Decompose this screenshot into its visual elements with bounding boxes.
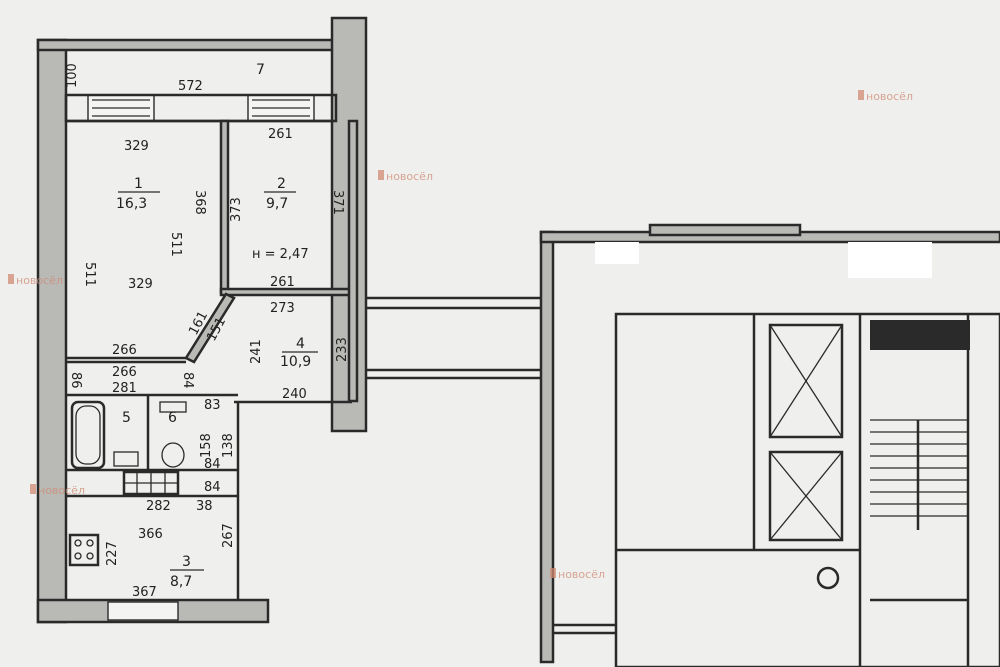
dim-kitchen-side: 38	[196, 499, 213, 514]
dim-room1-partition: 368	[192, 190, 207, 215]
elevator-2	[768, 450, 844, 542]
room-3-number: 3	[182, 554, 191, 570]
core-block	[614, 312, 1000, 667]
dim-hall-left: 241	[249, 339, 264, 364]
left-outer-wall	[36, 38, 68, 624]
dim-room2-right: 371	[330, 190, 345, 215]
diagonal-partition	[184, 292, 236, 364]
watermark-logo: новосёл	[550, 568, 605, 581]
partition-1-2	[219, 119, 230, 295]
svg-text:новосёл: новосёл	[38, 484, 85, 497]
garbage-chute	[816, 566, 840, 590]
dim-kitchen-bottom: 367	[132, 585, 157, 600]
dim-kitchen-top-a: 282	[146, 499, 171, 514]
dim-vent-b: 84	[204, 480, 221, 495]
stairs	[870, 419, 968, 530]
room-3-area: 8,7	[170, 574, 192, 590]
dim-wc-h2: 138	[221, 433, 236, 458]
dim-balcony-depth: 100	[65, 63, 80, 88]
dim-room1-mid: 329	[128, 277, 153, 292]
room-4-area: 10,9	[280, 354, 311, 370]
ceiling-height: н = 2,47	[252, 247, 309, 262]
toilet-tank	[159, 401, 187, 413]
room-7-number: 7	[256, 62, 265, 78]
dim-hall-top: 273	[270, 301, 295, 316]
corridor-wall	[539, 230, 555, 664]
dim-hall-right: 233	[335, 337, 350, 362]
dim-room1-left: 511	[82, 262, 97, 287]
dim-room2-bottom: 261	[270, 275, 295, 290]
bathtub	[70, 400, 106, 470]
elevator-1	[768, 323, 844, 439]
stair-landing-dark	[870, 320, 970, 350]
balcony-top-wall	[36, 38, 336, 52]
core-notch	[648, 223, 802, 237]
dim-bath-top-a: 266	[112, 365, 137, 380]
room-2-number: 2	[277, 176, 286, 192]
dim-bath-left: 86	[68, 372, 83, 389]
room-1-area: 16,3	[116, 196, 147, 212]
room-1-number: 1	[134, 176, 143, 192]
svg-text:новосёл: новосёл	[866, 90, 913, 103]
room-4-number: 4	[296, 336, 305, 352]
room-6-number: 6	[168, 410, 177, 426]
dim-room1-bottom: 266	[112, 343, 137, 358]
dim-kitchen-top-b: 366	[138, 527, 163, 542]
dim-wc-width: 83	[204, 398, 221, 413]
dim-wc-h1: 158	[199, 433, 214, 458]
svg-text:новосёл: новосёл	[16, 274, 63, 287]
watermark-logo: новосёл	[8, 274, 63, 287]
dim-bath-top-b: 281	[112, 381, 137, 396]
dim-room2-left: 373	[229, 197, 244, 222]
dim-room2-top: 261	[268, 127, 293, 142]
dim-balcony-length: 572	[178, 79, 203, 94]
stove	[68, 533, 100, 567]
room-5-number: 5	[122, 410, 131, 426]
svg-text:новосёл: новосёл	[558, 568, 605, 581]
watermark-logo: новосёл	[378, 170, 433, 183]
hall-right-wall	[347, 119, 359, 403]
svg-text:новосёл: новосёл	[386, 170, 433, 183]
dim-bath-right: 84	[180, 372, 195, 389]
dim-kitchen-right: 267	[221, 523, 236, 548]
sink	[113, 451, 139, 467]
toilet-bowl	[161, 442, 185, 468]
dim-hall-bottom: 240	[282, 387, 307, 402]
watermark-logo: новосёл	[30, 484, 85, 497]
dim-vent-a: 84	[204, 457, 221, 472]
dim-room1-top: 329	[124, 139, 149, 154]
watermark-logo: новосёл	[858, 90, 913, 103]
dim-kitchen-left: 227	[105, 541, 120, 566]
dim-room1-right: 511	[168, 232, 183, 257]
room-2-area: 9,7	[266, 196, 288, 212]
kitchen-window	[107, 601, 179, 621]
